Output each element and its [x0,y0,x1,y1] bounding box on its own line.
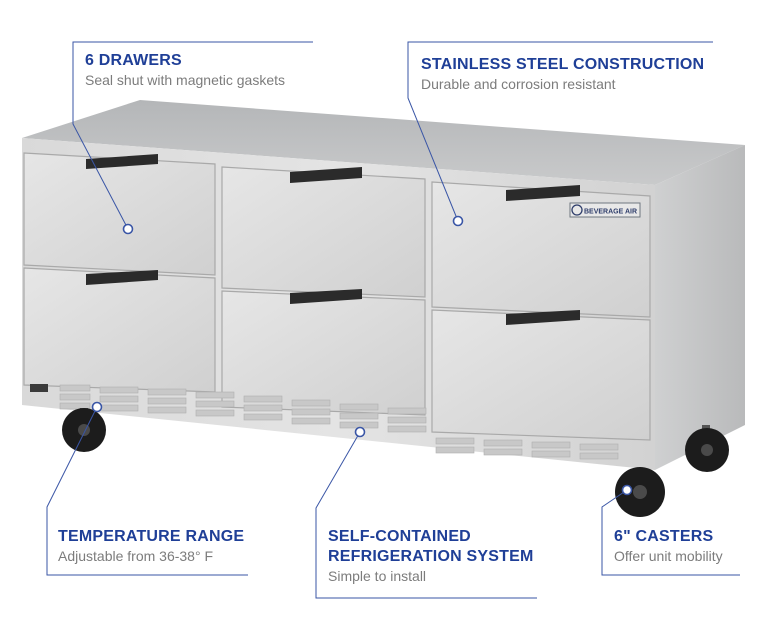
callout-refrigeration: SELF-CONTAINED REFRIGERATION SYSTEM Simp… [328,527,534,585]
casters [62,408,729,517]
callout-title: 6 DRAWERS [85,52,182,69]
callout-title: TEMPERATURE RANGE [58,528,245,545]
drawer-top-right [431,181,651,318]
drawer-fronts [23,152,651,441]
vent-grille [59,384,619,460]
callout-casters: 6" CASTERS Offer unit mobility [614,527,723,565]
thermometer-display [30,384,48,392]
dot-construction [452,215,464,227]
leader-drawers [72,41,313,230]
callout-dots [91,215,633,496]
leader-temperature [46,406,248,576]
callout-subtitle: Adjustable from 36-38° F [58,548,214,564]
cabinet-top [22,100,745,185]
callout-drawers: 6 DRAWERS Seal shut with magnetic gasket… [85,51,285,89]
brand-badge-text: BEVERAGE AIR [584,209,637,216]
handle-4 [86,270,158,285]
dot-casters [621,484,633,496]
dot-temperature [91,401,103,413]
callout-subtitle: Simple to install [328,568,427,584]
callout-construction: STAINLESS STEEL CONSTRUCTION Durable and… [421,55,704,93]
cabinet-side [655,145,745,470]
brand-badge: BEVERAGE AIR [569,202,641,218]
dot-drawers [122,223,134,235]
callout-title-line2: REFRIGERATION SYSTEM [328,548,534,565]
drawer-top-left [23,152,216,276]
callout-subtitle: Durable and corrosion resistant [421,76,616,92]
callout-title: 6" CASTERS [614,528,714,545]
callout-subtitle: Offer unit mobility [614,548,723,564]
handle-2 [290,167,362,183]
drawer-handles [86,154,580,325]
handle-1 [86,154,158,169]
leader-lines [46,41,740,599]
drawer-bottom-left [23,267,216,393]
callout-subtitle: Seal shut with magnetic gaskets [85,72,285,88]
handle-5 [290,289,362,304]
drawer-top-center [221,166,426,298]
leader-construction [407,41,713,222]
callout-title: STAINLESS STEEL CONSTRUCTION [421,56,705,73]
callout-temperature: TEMPERATURE RANGE Adjustable from 36-38°… [58,527,244,565]
drawer-bottom-right [431,309,651,441]
handle-3 [506,185,580,201]
handle-6 [506,310,580,325]
leader-refrigeration [315,431,537,599]
dot-refrigeration [354,426,366,438]
callout-title-line1: SELF-CONTAINED [328,528,471,545]
leader-casters [601,489,740,576]
